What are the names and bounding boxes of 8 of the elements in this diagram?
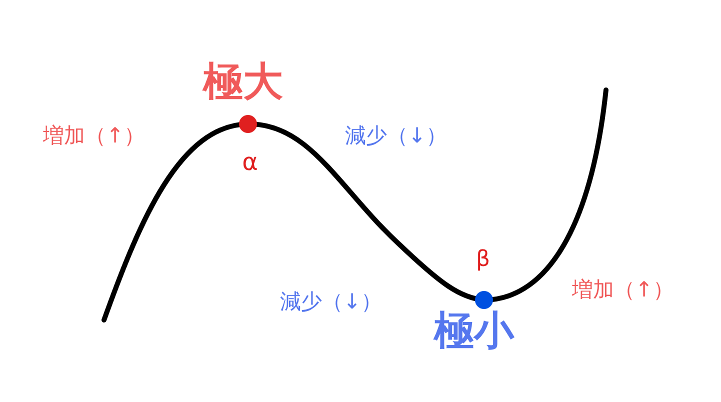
increase-label: 増加（↑） <box>572 280 674 300</box>
decrease-label: 減少（↓） <box>280 292 382 312</box>
alpha-label: α <box>242 150 258 174</box>
maximum-label: 極大 <box>203 62 283 102</box>
increase-label: 増加（↑） <box>43 126 145 146</box>
minimum-label: 極小 <box>434 311 514 351</box>
decrease-label: 減少（↓） <box>345 126 447 146</box>
beta-label: β <box>476 249 490 271</box>
